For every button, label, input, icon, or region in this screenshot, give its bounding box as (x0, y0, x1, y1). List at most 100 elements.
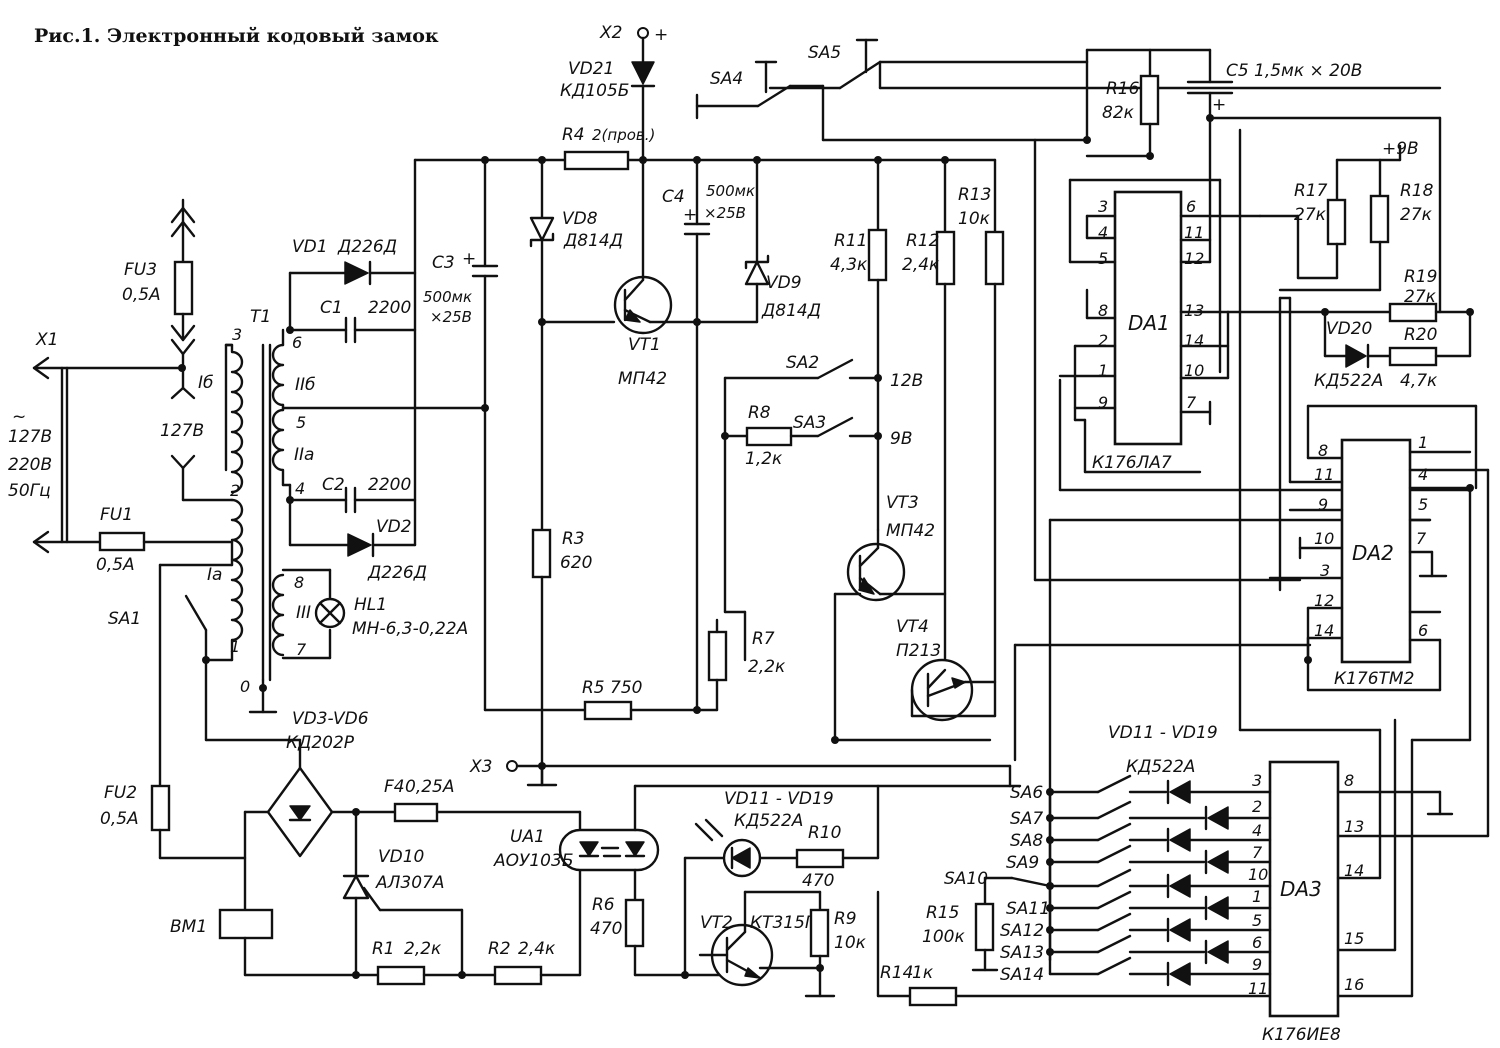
switch-sa2[interactable]: SA2 12В (723, 353, 923, 438)
fuse-fu1: FU1 0,5А (96, 505, 234, 575)
c3-value: 500мк (423, 288, 472, 306)
sa12-label: SA12 (1000, 921, 1044, 941)
c2-value: 2200 (368, 475, 411, 495)
bridge-vd3-vd6: VD3-VD6 КД202Р (204, 709, 397, 912)
diode-vd8: VD8 Д814Д (529, 158, 623, 532)
da1-pin-10: 10 (1184, 361, 1204, 380)
winding-iib: IIб (295, 375, 316, 395)
transistor-vt4: VT4 П213 (896, 617, 997, 722)
diode-vd20: VD20 КД522А (1226, 308, 1392, 391)
switch-sa4[interactable]: SA4 (695, 60, 1089, 142)
tap-12v: 12В (890, 371, 923, 391)
vt1-ref: VT1 (628, 335, 661, 355)
vt1-type: МП42 (618, 369, 667, 389)
r11-value: 4,3к (830, 255, 868, 275)
winding-iia: IIа (294, 445, 314, 465)
da1-pin-11: 11 (1184, 223, 1204, 242)
resistor-r5: R5 750 (483, 678, 719, 721)
mains-127: 127В (8, 427, 52, 447)
vt3-type: МП42 (886, 521, 935, 541)
switch-sa1[interactable]: SA1 (108, 540, 234, 742)
switch-sa12[interactable]: SA12 (1000, 912, 1272, 943)
mains-50hz: 50Гц (8, 481, 51, 501)
switch-sa8[interactable]: SA8 (1010, 822, 1272, 853)
transformer-t1: T1 3 2 1 0 Iб Iа 6 5 4 IIб IIа 8 III 7 (198, 307, 487, 714)
mains-tilde: ~ (12, 407, 26, 427)
da3-ref: DA3 (1280, 877, 1322, 901)
t1-pin-5: 5 (296, 413, 306, 432)
r11-ref: R11 (834, 231, 867, 251)
sa5-label: SA5 (808, 43, 841, 63)
vt3-ref: VT3 (886, 493, 919, 513)
switch-sa7[interactable]: SA7 (1010, 800, 1272, 831)
da2-pin-7: 7 (1416, 529, 1427, 548)
da2-pin-11: 11 (1314, 465, 1334, 484)
t1-pin-2: 2 (230, 481, 240, 500)
winding-iii: III (296, 603, 311, 623)
da2-pin-12: 12 (1314, 591, 1334, 610)
sa8-label: SA8 (1010, 831, 1043, 851)
t1-pin-7: 7 (296, 640, 307, 659)
da1-type: К176ЛА7 (1092, 453, 1172, 473)
resistor-r16: R16 82к (1085, 48, 1212, 158)
da1-pin-8: 8 (1098, 301, 1108, 320)
winding-ia: Iа (207, 565, 222, 585)
da3-pin-3: 3 (1252, 771, 1262, 790)
sa3-label: SA3 (793, 413, 826, 433)
vd21-type: КД105Б (560, 81, 629, 101)
capacitor-c4: C4 + 500мк ×25В (662, 158, 755, 714)
da1-pin-5: 5 (1098, 249, 1108, 268)
resistor-r14: R14 1к (876, 890, 1272, 1007)
da3-pin-13: 13 (1344, 817, 1364, 836)
r17-value: 27к (1294, 205, 1327, 225)
resistor-r11: R11 4,3к (830, 158, 888, 532)
r4-ref: R4 (562, 125, 585, 145)
c4-plus: + (683, 205, 697, 225)
c2-ref: C2 (322, 475, 345, 495)
fu1-rating: 0,5А (96, 555, 135, 575)
r8-value: 1,2к (745, 449, 783, 469)
da3-pin-16: 16 (1344, 975, 1364, 994)
sa6-label: SA6 (1010, 783, 1043, 803)
switch-sa10[interactable]: SA10 (944, 868, 1272, 899)
optocoupler-ua1: UA1 АОУ103Б (493, 784, 1012, 902)
ic-da1: DA1 К176ЛА7 3 4 5 8 2 1 9 6 11 12 13 14 … (1058, 152, 1262, 474)
da3-pin-8: 8 (1344, 771, 1354, 790)
capacitor-c1: C1 2200 (286, 298, 417, 344)
da1-pin-14: 14 (1184, 331, 1204, 350)
switch-sa9[interactable]: SA9 (1006, 844, 1272, 875)
switch-sa5[interactable]: SA5 (768, 38, 1442, 90)
ua1-ref: UA1 (510, 827, 545, 847)
sa1-label: SA1 (108, 609, 141, 629)
switch-sa6[interactable]: SA6 (1010, 774, 1272, 805)
switch-sa13[interactable]: SA13 (1000, 934, 1272, 965)
r10-ref: R10 (808, 823, 841, 843)
vd9-ref: VD9 (766, 273, 802, 293)
resistor-r18: +9В R18 27к (1278, 139, 1434, 292)
fu1-ref: FU1 (100, 505, 133, 525)
c4-value2: ×25В (704, 204, 746, 222)
da1-pin-4: 4 (1098, 223, 1108, 242)
da1-pin-1: 1 (1098, 361, 1108, 380)
vd11-vd19-ref: VD11 - VD19 (1108, 723, 1218, 743)
fuse-fu3: FU3 0,5А 127В (122, 198, 234, 502)
switch-sa14[interactable]: SA14 (1000, 956, 1272, 987)
r3-ref: R3 (562, 529, 585, 549)
capacitor-c3: C3 + 500мк ×25В (423, 158, 499, 712)
switch-sa11[interactable]: SA11 (1006, 890, 1272, 921)
r1-ref: R1 (372, 939, 395, 959)
da1-pin-7: 7 (1186, 393, 1197, 412)
t1-ref: T1 (250, 307, 271, 327)
da3-pin-9: 9 (1252, 955, 1262, 974)
diode-vd21: X2 + VD21 КД105Б (560, 23, 668, 162)
vd1-type: Д226Д (337, 237, 397, 257)
resistor-r19: R19 27к (1226, 116, 1474, 323)
r16-ref: R16 (1106, 79, 1140, 99)
da1-pin-9: 9 (1098, 393, 1108, 412)
figure-title: Рис.1. Электронный кодовый замок (34, 25, 439, 47)
switch-sa3[interactable]: SA3 9В (793, 413, 912, 449)
t1-pin-1: 1 (230, 637, 240, 656)
vt4-type: П213 (896, 641, 941, 661)
vd9-type: Д814Д (761, 301, 821, 321)
